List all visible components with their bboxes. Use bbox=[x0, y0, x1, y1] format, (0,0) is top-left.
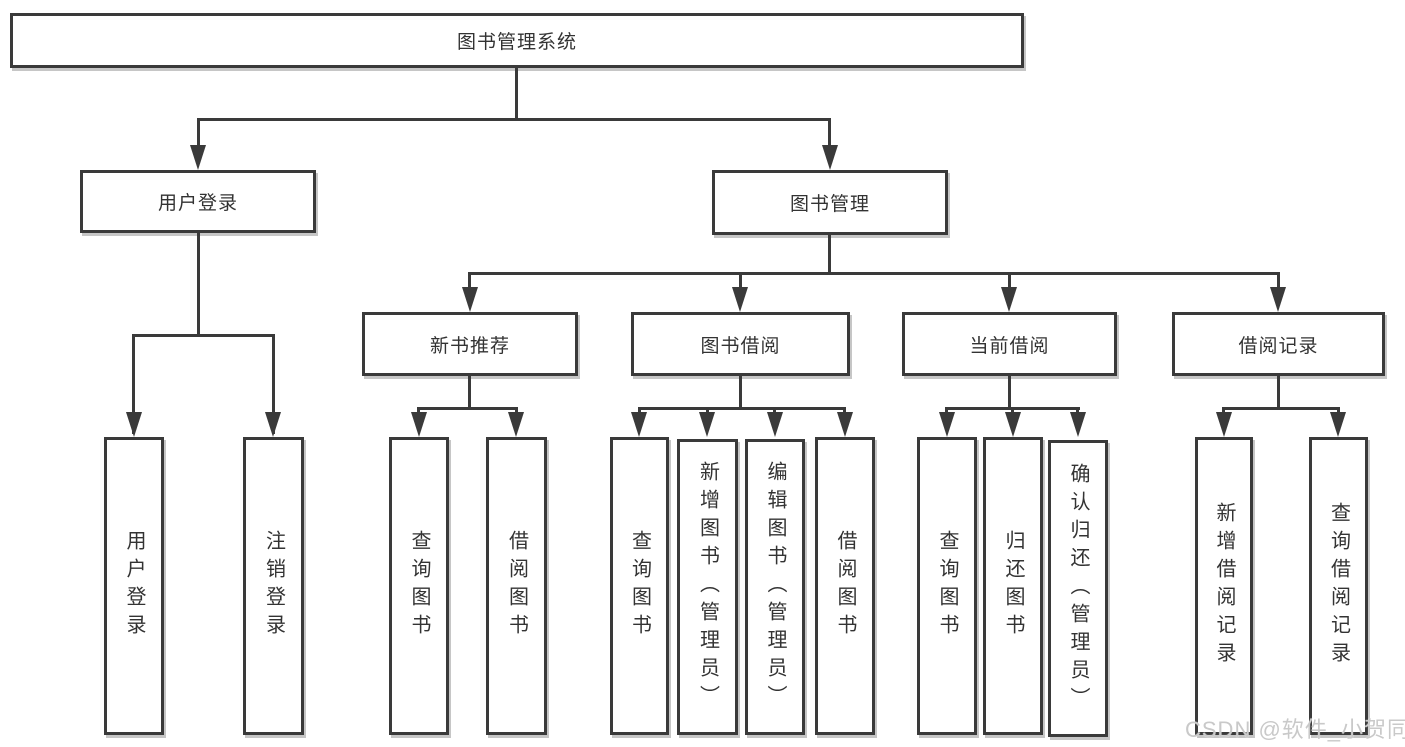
node-leaf-user-login: 用户登录 bbox=[104, 437, 164, 735]
arrowhead-borrow-records bbox=[1270, 287, 1286, 312]
connector-current-borrow-stem bbox=[1008, 376, 1011, 409]
arrowhead-query-book-borrow bbox=[631, 412, 647, 437]
arrowhead-book-mgmt bbox=[822, 145, 838, 170]
node-user-login: 用户登录 bbox=[80, 170, 316, 233]
node-current-borrow: 当前借阅 bbox=[902, 312, 1117, 376]
arrowhead-leaf-user-login bbox=[126, 412, 142, 437]
connector-drop-book-mgmt bbox=[828, 118, 831, 148]
node-leaf-query-book-borrow: 查询图书 bbox=[610, 437, 669, 735]
arrowhead-borrow-book-borrow bbox=[837, 412, 853, 437]
node-leaf-borrow-book-borrow: 借阅图书 bbox=[815, 437, 875, 735]
node-leaf-logout: 注销登录 bbox=[243, 437, 304, 735]
node-book-mgmt: 图书管理 bbox=[712, 170, 948, 235]
node-leaf-add-book: 新增图书（管理员） bbox=[677, 439, 738, 735]
arrowhead-confirm-return bbox=[1070, 412, 1086, 437]
arrowhead-user-login bbox=[190, 145, 206, 170]
connector-book-mgmt-bar bbox=[468, 272, 1280, 275]
csdn-watermark: CSDN @软件_小贺同学 bbox=[1185, 717, 1405, 742]
arrowhead-query-record bbox=[1330, 412, 1346, 437]
connector-drop-new-book-rec bbox=[468, 272, 471, 294]
arrowhead-new-book-rec bbox=[462, 287, 478, 312]
connector-user-login-bar bbox=[132, 334, 275, 337]
connector-drop-user-login bbox=[197, 118, 200, 148]
arrowhead-edit-book bbox=[767, 412, 783, 437]
connector-drop-leaf-user-login bbox=[132, 334, 135, 434]
arrowhead-return-book bbox=[1005, 412, 1021, 437]
connector-book-borrow-bar bbox=[638, 407, 846, 410]
node-leaf-query-record: 查询借阅记录 bbox=[1309, 437, 1368, 735]
node-leaf-borrow-book-rec: 借阅图书 bbox=[486, 437, 547, 735]
connector-root-stem bbox=[515, 68, 518, 120]
connector-drop-borrow-records bbox=[1277, 272, 1280, 294]
node-root: 图书管理系统 bbox=[10, 13, 1024, 68]
arrowhead-query-book-current bbox=[939, 412, 955, 437]
connector-book-mgmt-stem bbox=[828, 235, 831, 274]
connector-new-book-rec-bar bbox=[417, 407, 518, 410]
connector-borrow-records-stem bbox=[1277, 376, 1280, 409]
connector-new-book-rec-stem bbox=[468, 376, 471, 409]
arrowhead-borrow-book-rec bbox=[508, 412, 524, 437]
node-leaf-confirm-return: 确认归还（管理员） bbox=[1048, 440, 1108, 737]
node-new-book-rec: 新书推荐 bbox=[362, 312, 578, 376]
arrowhead-add-record bbox=[1216, 412, 1232, 437]
arrowhead-add-book bbox=[699, 412, 715, 437]
arrowhead-leaf-logout bbox=[265, 412, 281, 437]
node-book-borrow: 图书借阅 bbox=[631, 312, 850, 376]
connector-drop-book-borrow bbox=[739, 272, 742, 294]
connector-user-login-stem bbox=[197, 233, 200, 336]
arrowhead-current-borrow bbox=[1001, 287, 1017, 312]
arrowhead-book-borrow bbox=[732, 287, 748, 312]
node-leaf-query-book-current: 查询图书 bbox=[917, 437, 977, 735]
connector-book-borrow-stem bbox=[739, 376, 742, 409]
connector-drop-current-borrow bbox=[1008, 272, 1011, 294]
node-borrow-records: 借阅记录 bbox=[1172, 312, 1385, 376]
connector-root-bar bbox=[197, 118, 830, 121]
node-leaf-return-book: 归还图书 bbox=[983, 437, 1043, 735]
arrowhead-query-book-rec bbox=[411, 412, 427, 437]
node-leaf-edit-book: 编辑图书（管理员） bbox=[745, 439, 805, 735]
node-leaf-query-book-rec: 查询图书 bbox=[389, 437, 449, 735]
connector-drop-leaf-logout bbox=[272, 334, 275, 434]
node-leaf-add-record: 新增借阅记录 bbox=[1195, 437, 1253, 735]
connector-borrow-records-bar bbox=[1222, 407, 1340, 410]
